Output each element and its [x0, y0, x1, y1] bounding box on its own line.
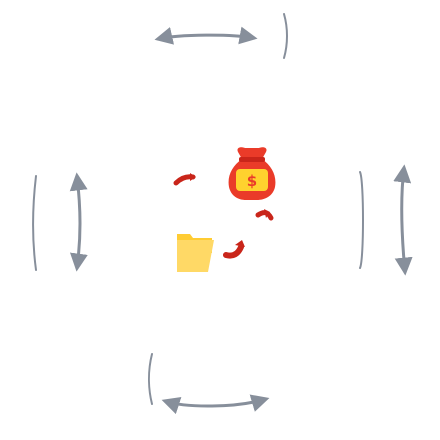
dollar-sign: $	[247, 172, 257, 190]
left-arrow-icon	[32, 172, 88, 272]
curved-arrow-icon-2	[255, 209, 274, 221]
bottom-arrow-icon	[148, 353, 270, 415]
top-arrow-icon	[154, 13, 288, 59]
money-bag-icon: $	[228, 147, 276, 200]
folder-icon	[177, 234, 214, 272]
right-arrow-icon	[359, 164, 413, 276]
curved-arrow-icon-3	[223, 240, 245, 259]
curved-arrow-icon	[173, 173, 196, 186]
